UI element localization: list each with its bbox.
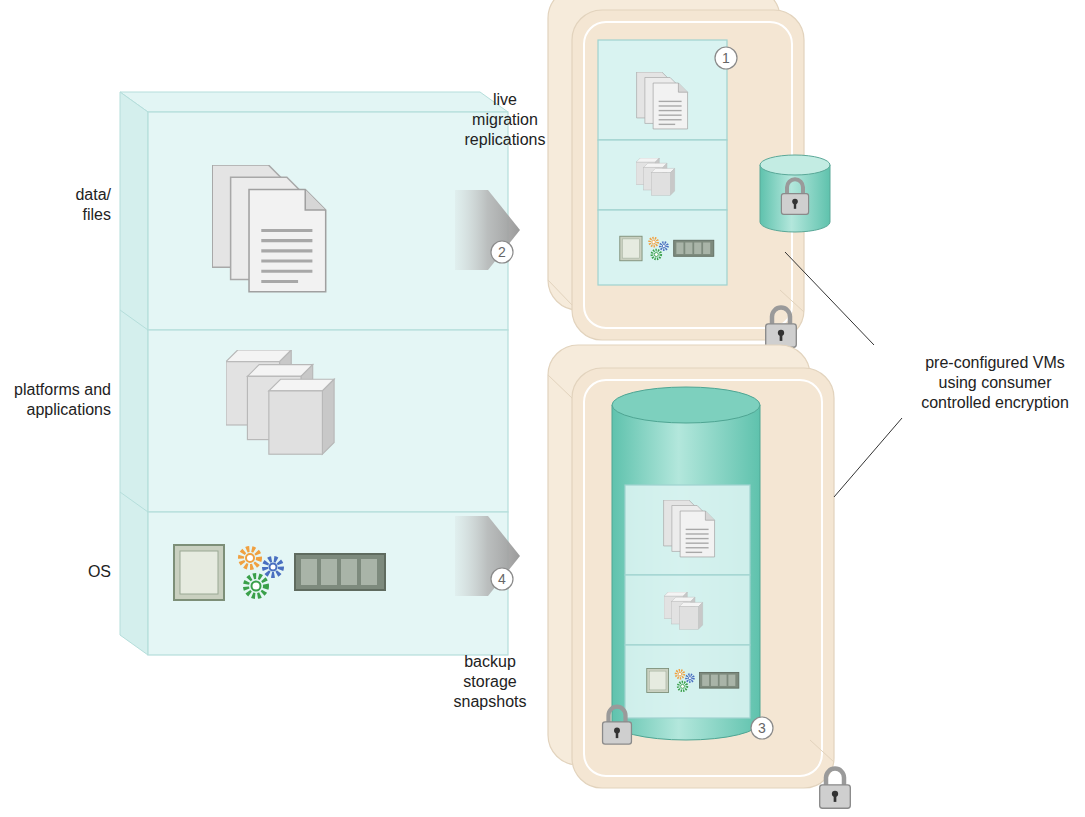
- migration-arrow: [455, 190, 520, 270]
- source-stack: [120, 92, 508, 655]
- encrypted-store: [760, 155, 830, 232]
- callout-number: 4: [493, 570, 511, 588]
- callout-number: 2: [493, 243, 511, 261]
- lock-icon: [766, 308, 797, 348]
- lock-icon: [820, 769, 851, 809]
- lock-icon: [603, 707, 632, 744]
- backup-arrow: [455, 516, 520, 596]
- layer-label: data/ files: [53, 185, 111, 225]
- callout-number: 3: [753, 719, 771, 737]
- leader-line: [785, 252, 902, 497]
- data-layer: data/ files: [148, 112, 508, 330]
- callout-number: 1: [717, 49, 735, 67]
- arrow-label: live migration replications: [458, 90, 552, 150]
- arrow-label: backup storage snapshots: [448, 652, 532, 712]
- vm-housing: [548, 345, 834, 788]
- platform-layer: platforms and applications: [148, 330, 508, 512]
- annotation-label: pre-configured VMs using consumer contro…: [915, 353, 1075, 413]
- layer-label: OS: [51, 562, 111, 582]
- os-layer: OS: [148, 512, 508, 655]
- layer-label: platforms and applications: [5, 380, 111, 420]
